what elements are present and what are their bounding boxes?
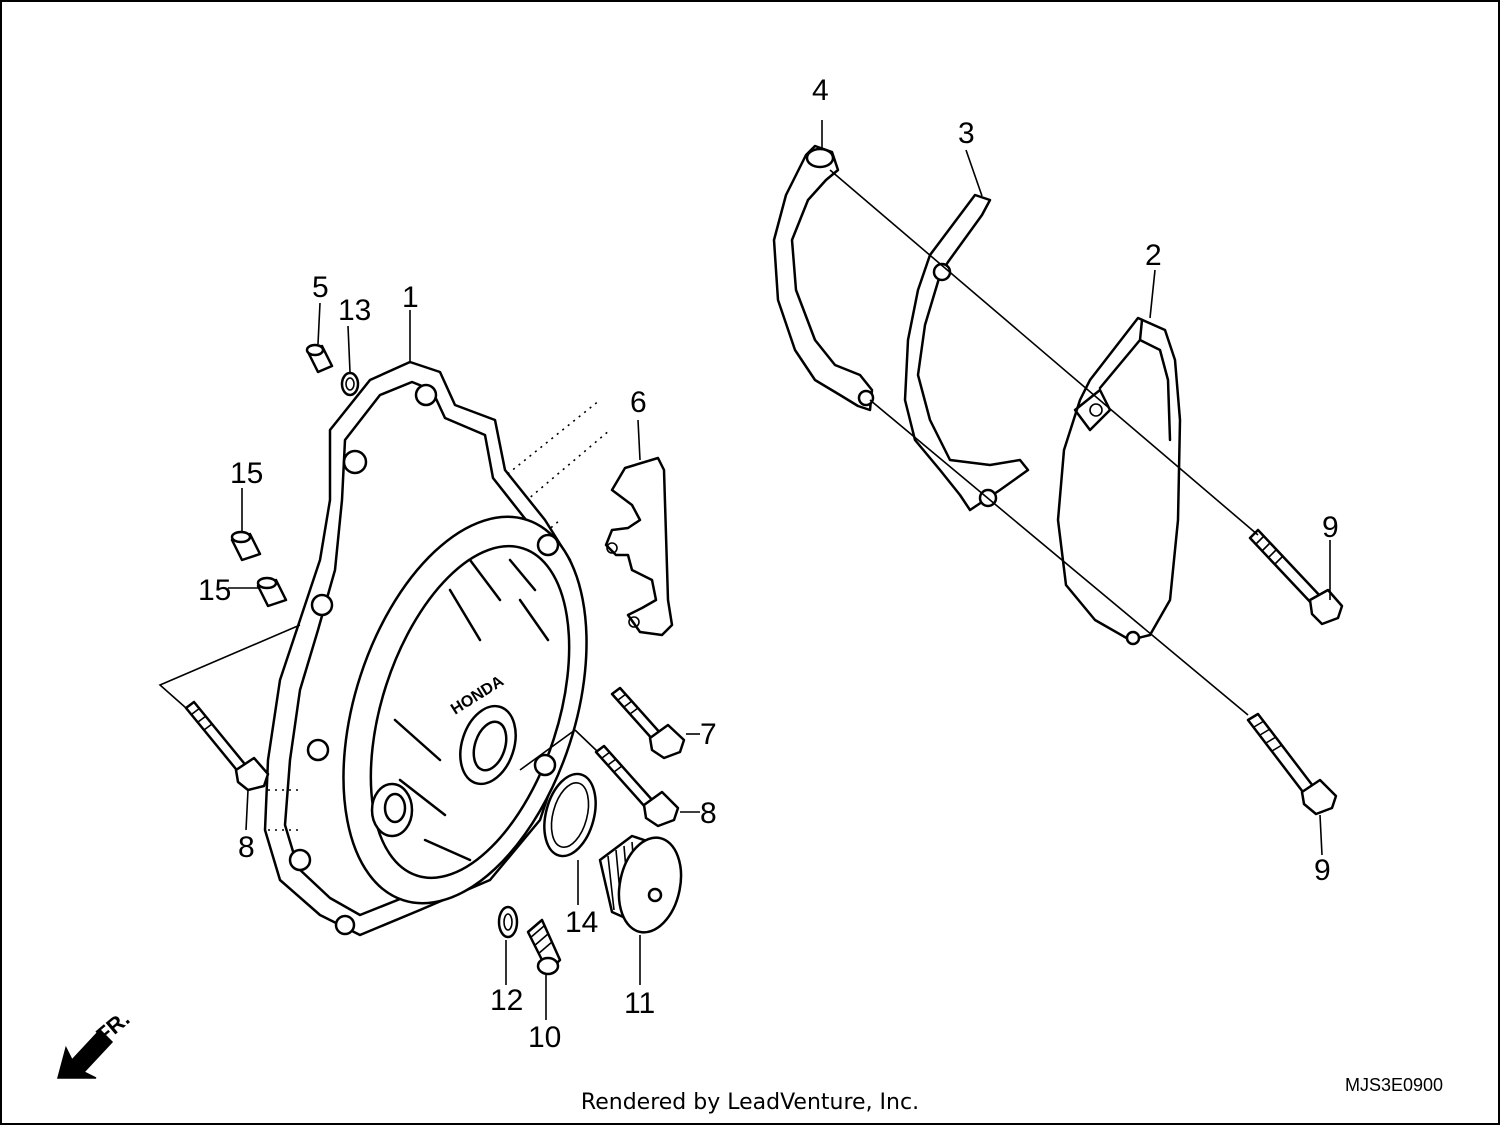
timing-hole-cap-11[interactable] (598, 832, 689, 938)
outer-cover-2[interactable] (1056, 316, 1182, 646)
callout-8-right: 8 (700, 797, 717, 830)
diagram-code: MJS3E0900 (1345, 1075, 1444, 1095)
sealing-washer-12[interactable] (497, 905, 519, 939)
bolt-9-upper[interactable] (1248, 528, 1344, 626)
bracket-6[interactable] (604, 456, 674, 637)
dowel-pin-15-upper[interactable] (230, 530, 262, 562)
bolt-8-left[interactable] (184, 700, 270, 792)
callout-5: 5 (312, 271, 329, 304)
bolt-9-lower[interactable] (1246, 712, 1338, 816)
front-direction-arrow: FR. (57, 1006, 134, 1079)
leader-lines (158, 120, 1331, 1020)
callout-4: 4 (812, 74, 829, 107)
callout-6: 6 (630, 386, 647, 419)
drain-bolt-10[interactable] (526, 918, 562, 976)
callout-3: 3 (958, 117, 975, 150)
bolt-7[interactable] (610, 686, 686, 760)
callout-1: 1 (402, 281, 419, 314)
callout-14: 14 (565, 906, 598, 939)
footer-credit: Rendered by LeadVenture, Inc. (580, 1090, 920, 1115)
callout-2: 2 (1145, 239, 1162, 272)
crankcase-cover[interactable]: HONDA (263, 360, 631, 937)
callout-11: 11 (624, 987, 655, 1020)
callout-7: 7 (700, 718, 717, 751)
callout-9-lower: 9 (1314, 854, 1331, 887)
dowel-pin-5[interactable] (305, 343, 334, 374)
callout-13: 13 (338, 294, 371, 327)
bolt-8-right[interactable] (594, 744, 680, 828)
callout-8-left: 8 (238, 831, 255, 864)
callout-10: 10 (528, 1021, 561, 1054)
arrow-icon (57, 1028, 114, 1079)
callout-numbers: 1 2 3 4 5 6 7 8 8 9 9 10 11 12 13 14 15 … (198, 74, 1339, 1054)
o-ring-13[interactable] (340, 371, 360, 397)
plate-4[interactable] (772, 144, 875, 412)
plate-3[interactable] (903, 193, 1030, 512)
callout-9-upper: 9 (1322, 511, 1339, 544)
callout-15-upper: 15 (230, 457, 263, 490)
o-ring-14[interactable] (536, 768, 604, 862)
callout-12: 12 (490, 984, 523, 1017)
callout-15-lower: 15 (198, 574, 231, 607)
dowel-pin-15-lower[interactable] (256, 576, 288, 608)
